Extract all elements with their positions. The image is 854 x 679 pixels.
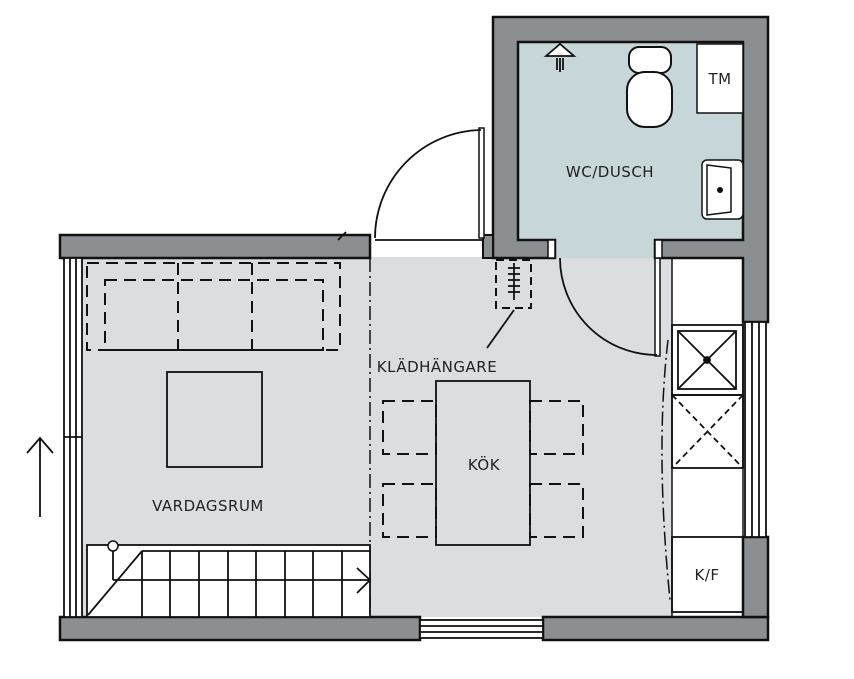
- kitchen-counter: [671, 257, 744, 618]
- washer-label: TM: [707, 70, 731, 88]
- hanger-label: KLÄDHÄNGARE: [377, 357, 497, 376]
- top-wall: [58, 233, 372, 260]
- sofa: [86, 262, 341, 351]
- entry-door[interactable]: [337, 127, 485, 241]
- staircase: [86, 540, 372, 618]
- north-arrow-icon: [26, 436, 54, 517]
- window-right: [744, 321, 767, 538]
- living-label: VARDAGSRUM: [152, 497, 264, 515]
- kitchen-label: KÖK: [468, 455, 501, 474]
- kitchen-edge: [661, 339, 671, 601]
- dining-set: [382, 380, 584, 546]
- bottom-wall-right: [541, 615, 770, 642]
- fridge-label: K/F: [694, 566, 719, 584]
- right-wall-lower: [741, 535, 770, 619]
- stove-icon: [671, 394, 744, 469]
- bathroom-label: WC/DUSCH: [566, 163, 654, 181]
- fridge-box: [671, 536, 744, 613]
- toilet-icon: [626, 46, 673, 128]
- door-jamb: [482, 234, 494, 259]
- washer-box: [696, 43, 744, 114]
- coffee-table: [166, 371, 263, 468]
- window-bottom: [419, 619, 544, 639]
- bottom-wall-left: [58, 615, 422, 642]
- window-left: [63, 257, 83, 618]
- bath-doorway-floor: [555, 240, 655, 258]
- sink-icon: [701, 159, 744, 220]
- shower-icon: [543, 42, 577, 72]
- clothes-hanger-icon: [486, 259, 532, 349]
- bathroom-door[interactable]: [547, 239, 663, 357]
